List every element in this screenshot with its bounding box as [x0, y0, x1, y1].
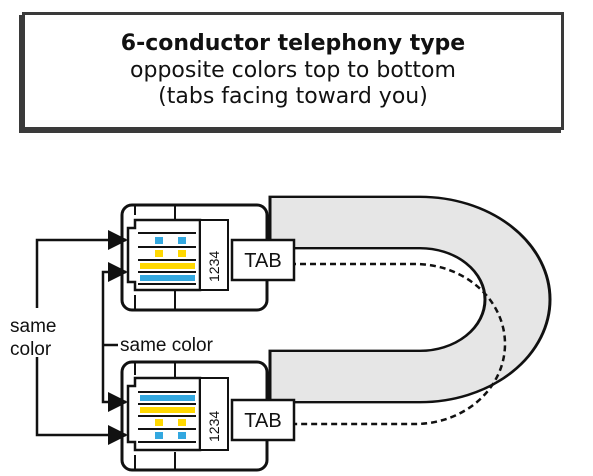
wire-yellow	[140, 263, 195, 269]
wire-yellow	[140, 407, 195, 413]
wire-blue	[140, 395, 195, 401]
pin-numbers-bottom: 1234	[206, 411, 222, 442]
wire-yellow	[155, 419, 163, 426]
same-color-label-line2: color	[10, 339, 52, 360]
wire-yellow	[178, 250, 186, 257]
bottom-connector: 1234 TAB	[120, 360, 296, 472]
wire-blue	[178, 237, 186, 244]
cable-dash-line	[290, 262, 507, 426]
wire-blue	[140, 275, 195, 281]
title-heading: 6-conductor telephony type	[120, 31, 466, 57]
same-color-outer-bracket	[35, 230, 128, 445]
cable-loop	[268, 195, 552, 404]
tab-label-top: TAB	[244, 250, 281, 272]
same-color-inner-bracket	[101, 262, 128, 412]
wire-blue	[155, 432, 163, 439]
wire-blue	[178, 432, 186, 439]
top-connector: 1234 TAB	[120, 203, 296, 312]
wire-yellow	[178, 419, 186, 426]
same-color-label-line1: same	[10, 316, 56, 337]
same-color-middle-label: same color	[120, 335, 214, 356]
wire-blue	[155, 237, 163, 244]
title-box: 6-conductor telephony type opposite colo…	[22, 12, 564, 130]
pin-numbers-top: 1234	[206, 251, 222, 282]
wire-yellow	[155, 250, 163, 257]
tab-label-bottom: TAB	[244, 410, 281, 432]
title-subtitle: opposite colors top to bottom	[130, 57, 456, 83]
title-note: (tabs facing toward you)	[158, 84, 428, 110]
